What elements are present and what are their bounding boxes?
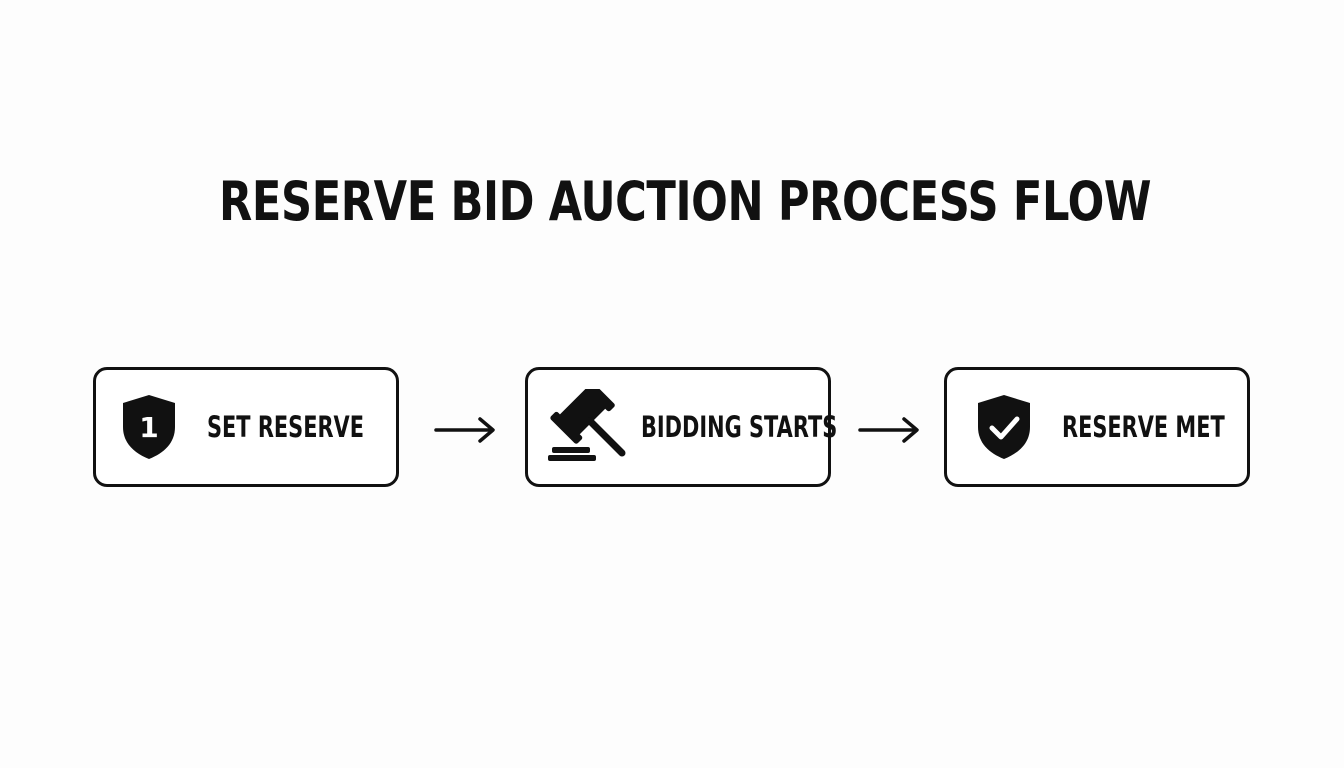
step-label: BIDDING STARTS	[641, 410, 838, 444]
arrow-right-icon	[858, 417, 919, 443]
step-set-reserve: 1 SET RESERVE	[93, 367, 399, 487]
arrow-right-icon	[434, 417, 495, 443]
step-label: RESERVE MET	[1062, 410, 1225, 444]
step-reserve-met: RESERVE MET	[944, 367, 1250, 487]
gavel-icon	[546, 370, 630, 484]
shield-number-text: 1	[139, 411, 158, 444]
step-bidding-starts: BIDDING STARTS	[525, 367, 837, 487]
diagram-title: RESERVE BID AUCTION PROCESS FLOW	[219, 170, 1152, 233]
shield-check-icon	[975, 370, 1033, 484]
shield-number-icon: 1	[120, 370, 178, 484]
step-label: SET RESERVE	[207, 410, 364, 444]
